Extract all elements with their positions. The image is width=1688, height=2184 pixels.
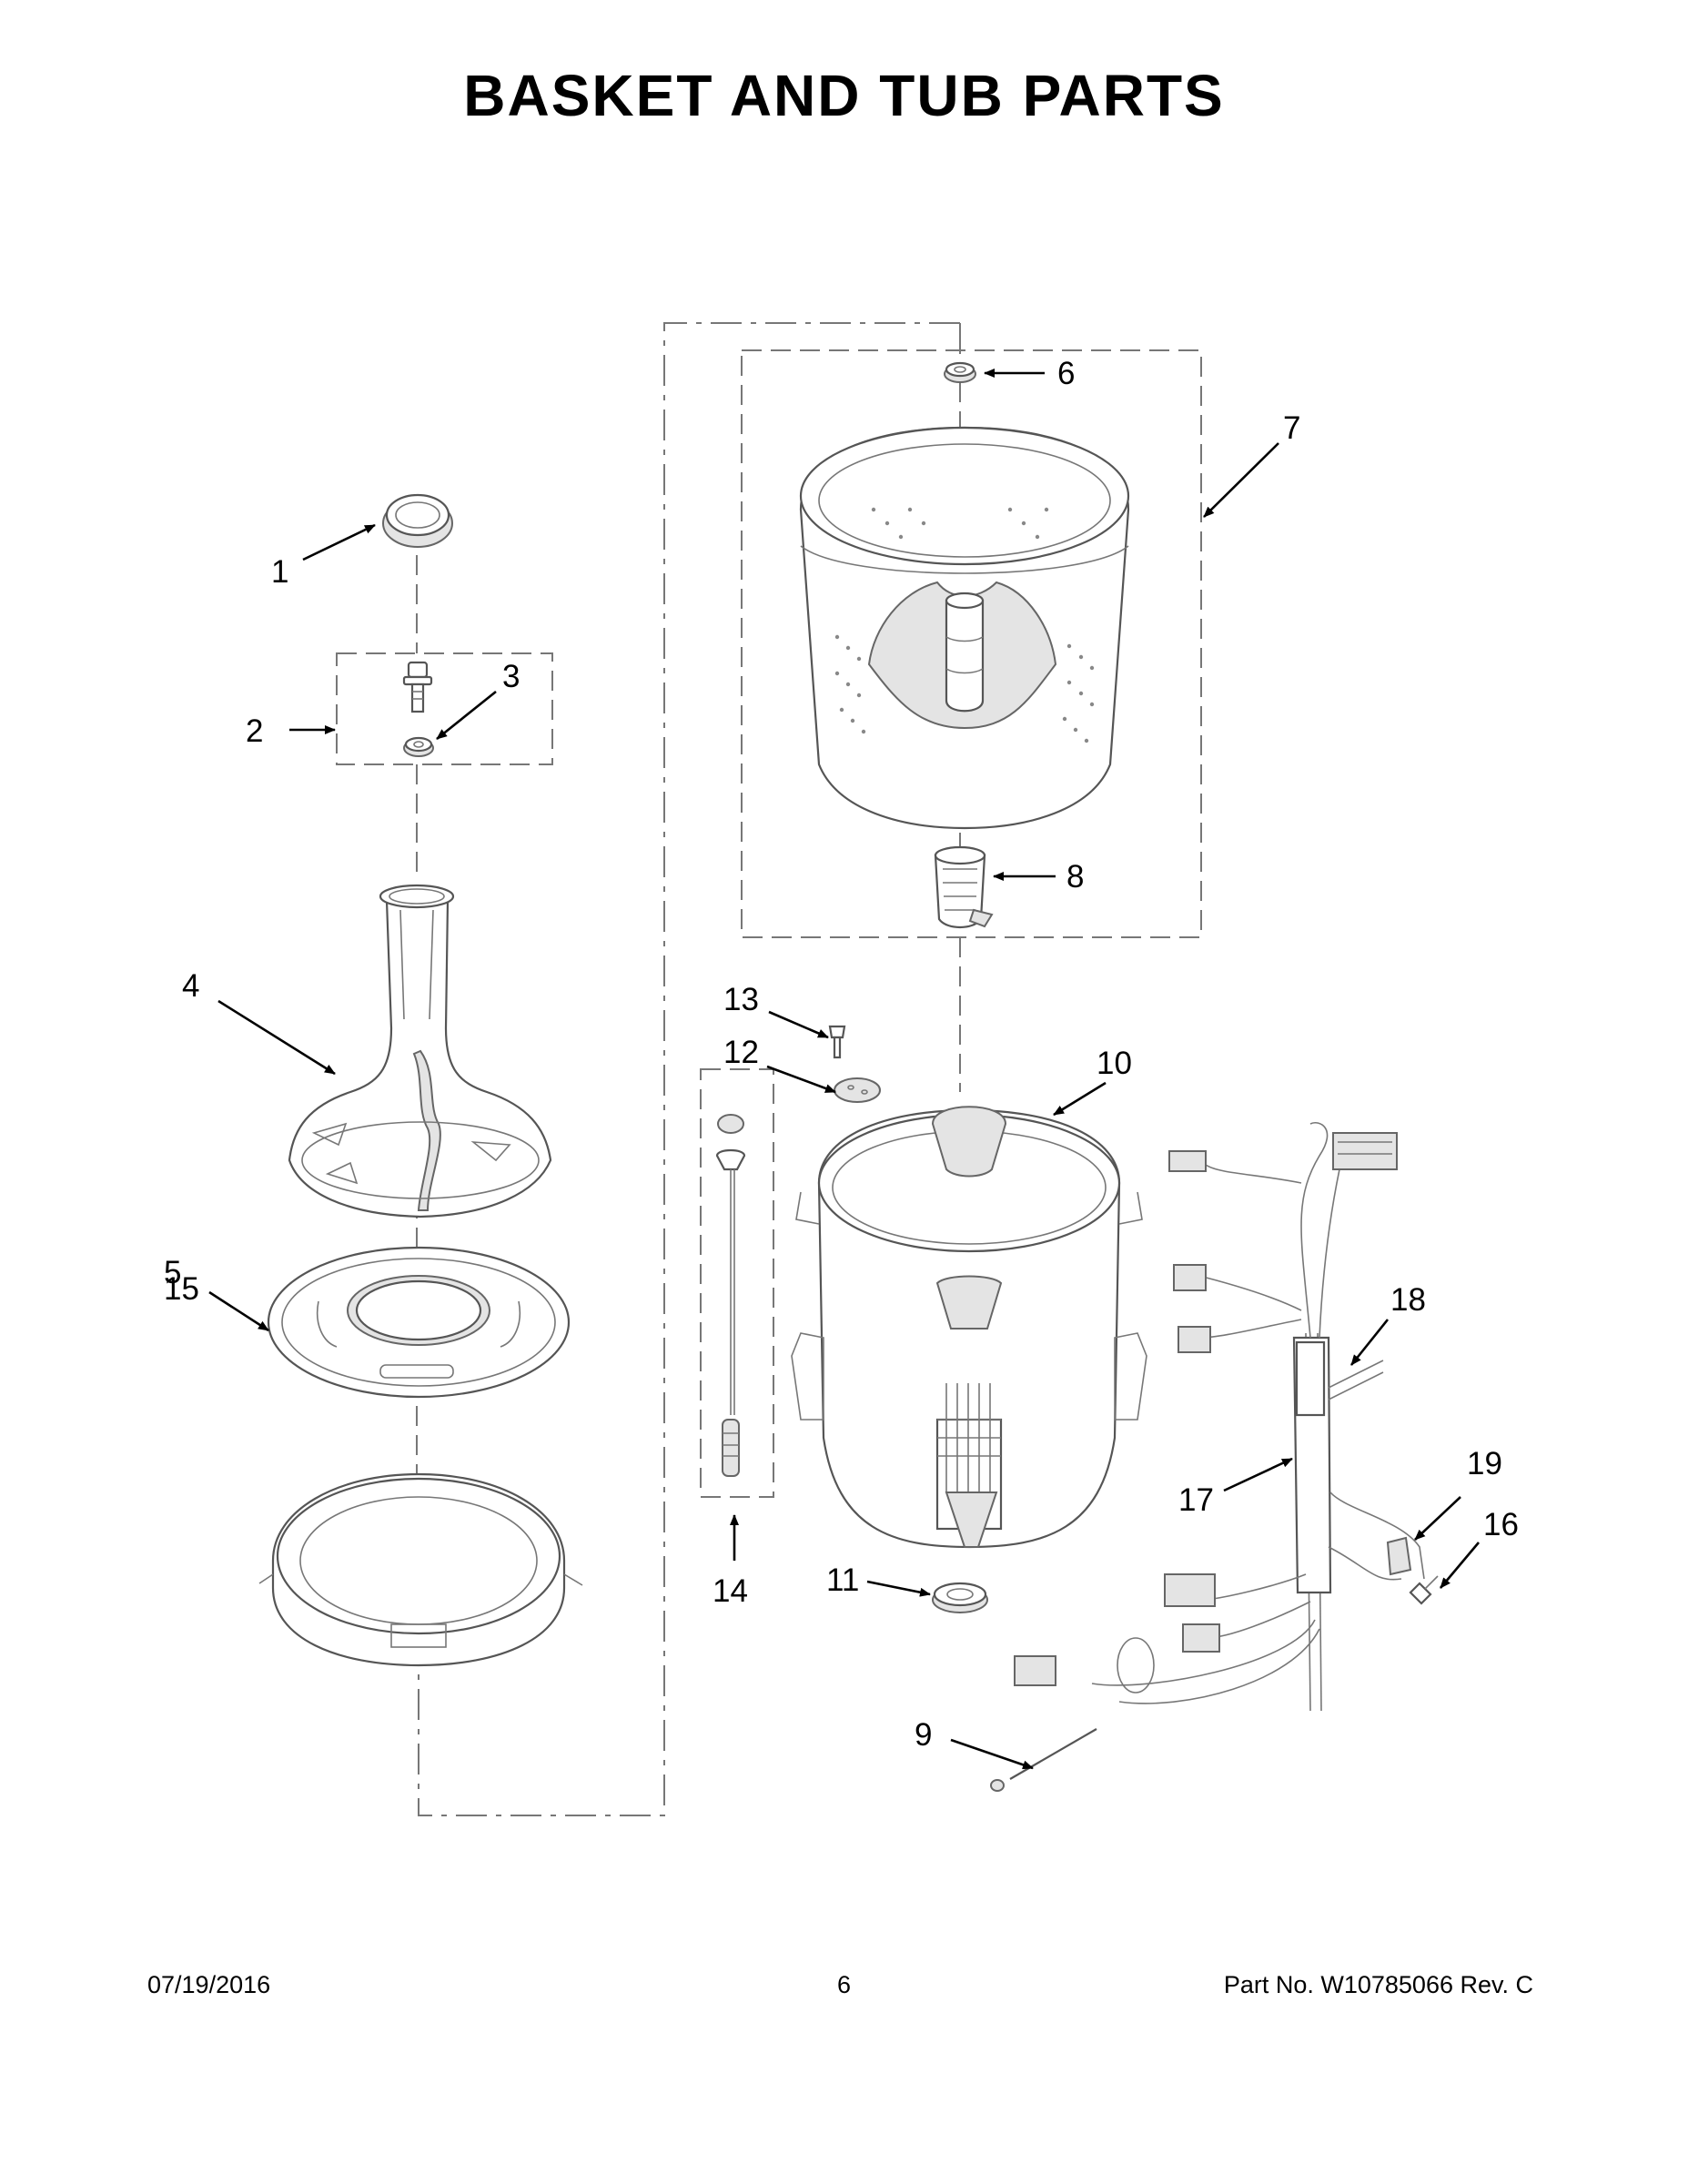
part-11-seal xyxy=(932,1582,988,1613)
part-5-tub-ring xyxy=(258,1472,583,1667)
callout-7: 7 xyxy=(1283,410,1300,446)
callout-17: 17 xyxy=(1178,1482,1214,1518)
callout-2: 2 xyxy=(246,713,263,749)
part-14-hose-assembly xyxy=(715,1114,746,1477)
callout-12: 12 xyxy=(723,1035,759,1070)
callout-5: 5 xyxy=(164,1255,181,1290)
assembly-boundary-lines xyxy=(336,322,1202,1816)
callout-labels: 1 2 3 4 5 6 7 8 9 10 11 12 13 14 15 16 1… xyxy=(164,356,1519,1753)
callout-13: 13 xyxy=(723,982,759,1017)
callout-16: 16 xyxy=(1483,1507,1519,1542)
callout-19: 19 xyxy=(1467,1446,1502,1481)
callout-3: 3 xyxy=(502,659,520,694)
leader-arrows xyxy=(208,369,1480,1770)
basket-perforations xyxy=(834,507,1095,743)
part-13-screw xyxy=(828,1025,846,1059)
part-17-wire-harness xyxy=(1014,1122,1425,1712)
part-8-drive-hub xyxy=(934,845,994,929)
footer-date: 07/19/2016 xyxy=(147,1971,271,1998)
callout-18: 18 xyxy=(1390,1282,1426,1318)
part-4-agitator xyxy=(288,884,552,1218)
page-title: BASKET AND TUB PARTS xyxy=(463,63,1225,128)
footer-page-number: 6 xyxy=(836,1971,852,1998)
part-12-plate xyxy=(834,1077,881,1103)
callout-9: 9 xyxy=(915,1717,932,1753)
callout-6: 6 xyxy=(1057,356,1075,391)
part-6-nut xyxy=(944,361,976,383)
part-16-screw xyxy=(1409,1575,1439,1605)
callout-8: 8 xyxy=(1066,859,1084,895)
part-2-bolt-assembly xyxy=(402,661,433,713)
part-15-ring xyxy=(267,1246,571,1399)
callout-11: 11 xyxy=(826,1562,859,1598)
part-1-cap xyxy=(382,493,453,548)
part-3-washer xyxy=(403,736,434,757)
part-19-clamp xyxy=(1386,1536,1412,1576)
callout-10: 10 xyxy=(1097,1046,1132,1081)
callout-15: 15 xyxy=(164,1271,199,1307)
callout-4: 4 xyxy=(182,968,199,1004)
part-9-clip xyxy=(990,1728,1097,1792)
callout-14: 14 xyxy=(713,1573,748,1609)
part-10-tub xyxy=(791,1106,1147,1549)
footer-part-number: Part No. W10785066 Rev. C xyxy=(1223,1971,1533,1998)
callout-1: 1 xyxy=(271,554,288,590)
part-7-basket xyxy=(799,426,1130,830)
